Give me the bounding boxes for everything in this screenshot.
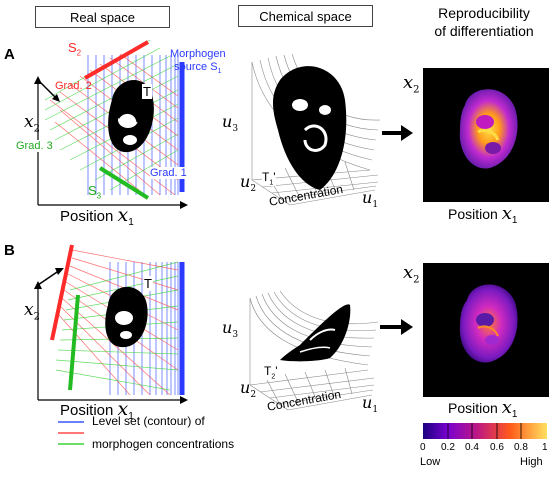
colorbar-tick-0.8: 0.8: [514, 442, 528, 453]
label-x2-b: x2: [24, 300, 40, 323]
label-position-x1-a: Position x1: [60, 204, 134, 228]
source-s2-a: [84, 40, 149, 80]
heatmap-b: [423, 263, 549, 397]
transformed-tissue-t2: [280, 304, 351, 362]
heatmap-a: [423, 68, 549, 202]
label-u3-b: u3: [222, 318, 239, 341]
panel-a-real-space: [34, 39, 188, 209]
label-grad2: Grad. 2: [55, 80, 92, 92]
source-s3-a: [98, 166, 150, 200]
label-s3-a: S3: [88, 183, 102, 201]
arrow-a: [382, 125, 413, 141]
label-position-x1-heat-a: Position x1: [448, 203, 518, 226]
colorbar-low: Low: [420, 456, 441, 468]
label-position-x1-heat-b: Position x1: [448, 397, 518, 420]
header-chemical-space: Chemical space: [238, 5, 373, 27]
label-t-a: T: [142, 84, 152, 99]
colorbar-tick-1: 1: [542, 442, 548, 453]
label-grad1: Grad. 1: [150, 167, 187, 179]
label-grad3: Grad. 3: [16, 140, 53, 152]
source-s2-b: [50, 244, 74, 341]
colorbar-tick-0.6: 0.6: [490, 442, 504, 453]
label-u1-a: u1: [362, 188, 379, 211]
label-u2-b: u2: [240, 378, 257, 401]
label-morphogen-source-s1: Morphogen source S1: [170, 48, 226, 76]
label-x2-heat-a: x2: [403, 72, 420, 96]
label-t2-prime: T2': [264, 364, 278, 381]
transformed-tissue-t1: [273, 66, 347, 190]
label-u3-a: u3: [222, 112, 239, 135]
label-s2-a: S2: [68, 40, 82, 58]
header-real-space: Real space: [35, 6, 170, 28]
arrow-b: [380, 319, 413, 335]
colorbar: [423, 423, 547, 439]
colorbar-tick-0.4: 0.4: [465, 442, 479, 453]
label-x2-heat-b: x2: [403, 262, 420, 286]
source-s3-b: [68, 294, 80, 391]
legend-line1: Level set (contour) of: [92, 414, 205, 428]
label-position-x1-b: Position x1: [60, 398, 134, 422]
panel-b-real-space: [34, 244, 188, 404]
label-u1-b: u1: [362, 393, 379, 416]
panel-letter-b: B: [4, 242, 15, 259]
panel-letter-a: A: [4, 46, 15, 63]
header-reproducibility: Reproducibility of differentiation: [434, 5, 534, 39]
colorbar-tick-0.2: 0.2: [441, 442, 455, 453]
panel-a-chemical-space: [251, 53, 381, 206]
label-u2-a: u2: [240, 172, 257, 195]
label-t1-prime: T1': [262, 170, 276, 187]
colorbar-high: High: [520, 456, 543, 468]
colorbar-tick-0: 0: [420, 442, 426, 453]
panel-b-chemical-space: [249, 290, 379, 411]
legend-line2: morphogen concentrations: [92, 437, 235, 451]
label-t-b: T: [143, 276, 153, 291]
label-x2-a: x2: [24, 112, 40, 135]
